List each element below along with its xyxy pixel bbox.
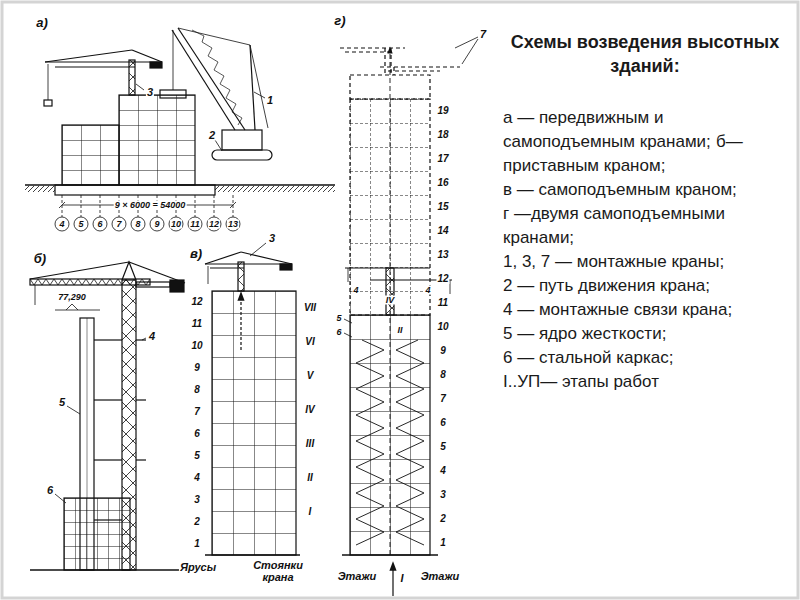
drawing-label: VI [304, 337, 315, 347]
scheme-b [30, 262, 185, 570]
drawing-label: II [396, 326, 403, 335]
drawing-label: IV [385, 296, 396, 305]
drawing-label: 3 [439, 490, 447, 500]
drawing-label: Ярусы [179, 562, 217, 573]
legend-text: в — самоподъемным краном; [503, 178, 785, 202]
legend-text: I..УП— этапы работ [503, 370, 785, 394]
title: Схемы возведения высотных зданий: [510, 30, 780, 78]
drawing-label: 12 [208, 220, 220, 229]
drawing-label: 13 [227, 220, 239, 229]
drawing-label: 6 [335, 328, 342, 337]
drawing-label: 9 [193, 363, 201, 373]
drawing-label: 10 [170, 220, 182, 229]
drawing-label: 6 [46, 485, 54, 496]
drawing-label: 8 [134, 220, 141, 229]
drawing-label: 7 [115, 220, 122, 229]
drawing-label: 1 [266, 95, 274, 106]
drawing-label: 4 [424, 286, 431, 295]
drawing-label: 11 [189, 220, 200, 229]
legend-text: 4 — монтажные связи крана; [503, 298, 785, 322]
drawing-label: 3 [146, 87, 154, 98]
legend-text: 5 — ядро жесткости; [503, 322, 785, 346]
drawing-label: 9 [153, 220, 160, 229]
drawing-label: 4 [58, 220, 65, 229]
drawing-label: 16 [436, 178, 449, 188]
drawing-label: 13 [436, 250, 449, 260]
legend-panel: а — передвижным и самоподъемным кранами;… [503, 106, 785, 394]
legend-text: 6 — стальной каркас; [503, 346, 785, 370]
drawing-label: 10 [190, 341, 203, 351]
drawing-label: 15 [436, 202, 449, 212]
drawing-label: г) [333, 14, 346, 27]
drawing-label: 6 [96, 220, 103, 229]
drawing-label: 3 [268, 233, 276, 244]
drawing-label: 1 [439, 538, 447, 548]
drawing-label: 4 [352, 286, 359, 295]
drawing-label: V [306, 371, 315, 381]
drawing-label: 2 [193, 517, 201, 527]
drawing-label: 9 [439, 346, 447, 356]
drawing-label: 3 [193, 495, 201, 505]
drawing-label: 7 [193, 407, 201, 417]
drawing-label: 12 [190, 297, 203, 307]
drawing-label: III [305, 439, 315, 449]
drawing-label: 1 [193, 539, 201, 549]
drawing-label: 8 [439, 370, 447, 380]
legend-text: г —двумя самоподъемными кранами; [503, 202, 785, 250]
drawing-label: 12 [436, 274, 449, 284]
drawing-label: 9 × 6000 = 54000 [114, 201, 187, 210]
scheme-g [340, 37, 478, 596]
drawing-label: 2 [439, 514, 447, 524]
drawing-label: в) [189, 247, 203, 260]
drawing-label: Этажи [337, 571, 378, 582]
drawing-label: I [399, 573, 404, 584]
drawing-label: 6 [193, 429, 201, 439]
drawing-label: 11 [437, 298, 449, 308]
drawing-label: 5 [77, 220, 84, 229]
drawing-label: VII [303, 303, 317, 313]
drawing-label: 5 [193, 451, 201, 461]
legend-text: а — передвижным и самоподъемным кранами; [503, 108, 711, 151]
drawing-label: 2 [208, 130, 216, 141]
drawing-label: 5 [335, 314, 342, 323]
drawing-label: 7 [439, 394, 447, 404]
drawing-label: 11 [191, 319, 203, 329]
legend-text: 2 — путь движения крана; [503, 274, 785, 298]
drawing-label: 4 [439, 466, 447, 476]
drawing-label: 18 [436, 130, 449, 140]
drawing-label: 77,290 [57, 293, 87, 302]
drawing-label: Этажи [420, 571, 461, 582]
drawing-label: IV [304, 405, 315, 415]
drawing-label: 6 [439, 418, 447, 428]
drawing-label: II [306, 473, 314, 483]
scheme-a [25, 28, 335, 231]
drawing-label: а) [35, 16, 49, 29]
drawing-label: 17 [436, 154, 449, 164]
drawing-label: I [308, 507, 313, 517]
drawing-label: 4 [193, 473, 201, 483]
drawing-label: 5 [439, 442, 447, 452]
drawing-label: Стоянки крана [242, 559, 314, 583]
drawing-label: 7 [479, 29, 487, 40]
drawing-label: 8 [193, 385, 201, 395]
drawing-label: б) [33, 252, 47, 265]
drawing-label: 5 [58, 397, 66, 408]
drawing-label: 10 [436, 322, 449, 332]
legend-text: 1, 3, 7 — монтажные краны; [503, 250, 785, 274]
drawing-label: 4 [148, 331, 156, 342]
drawing-label: 19 [436, 106, 449, 116]
drawing-label: 14 [436, 226, 449, 236]
scheme-v [205, 243, 300, 555]
